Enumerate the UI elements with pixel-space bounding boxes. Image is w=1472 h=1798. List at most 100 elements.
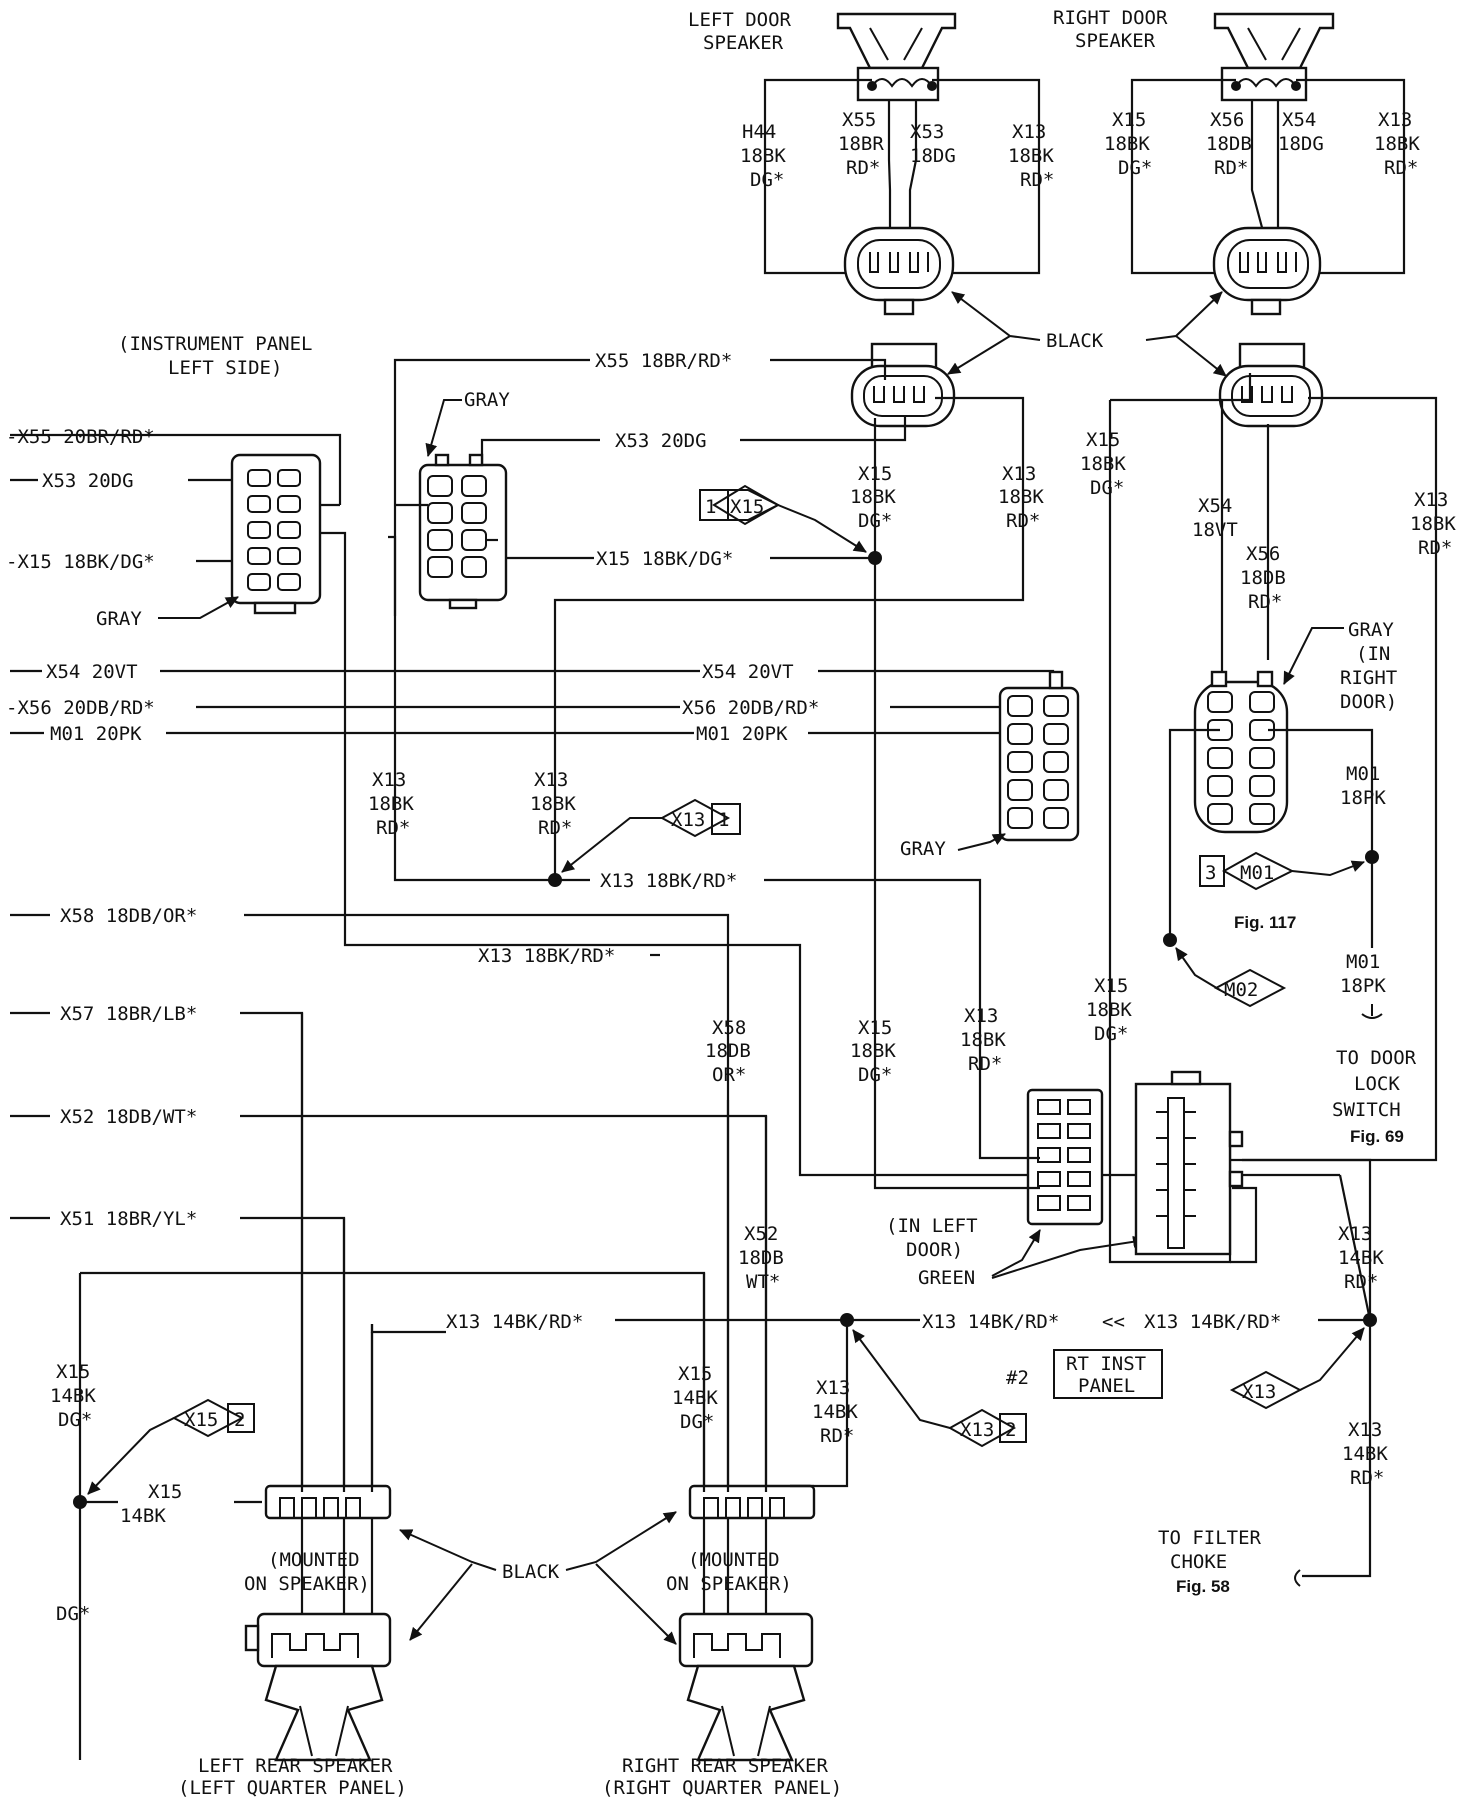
wire-label: << <box>1102 1311 1125 1333</box>
wire-label: M01 20PK <box>50 723 142 745</box>
wire-label: 18DB <box>705 1040 751 1062</box>
wire-label: X54 20VT <box>702 661 794 683</box>
wire-label: DG* <box>750 169 784 191</box>
wire-label: RD* <box>1418 537 1452 559</box>
wire-label: X13 <box>1348 1419 1382 1441</box>
wire-label: 18BK <box>368 793 414 815</box>
wire-label: 14BK <box>1342 1443 1388 1465</box>
wire-label: 14BK <box>50 1385 96 1407</box>
wire-label: -X55 20BR/RD* <box>6 426 155 448</box>
wire-label: X13 <box>1012 121 1046 143</box>
right-rear-speaker-connector <box>688 1484 816 1520</box>
instrument-panel-gray-connector-left <box>230 453 322 615</box>
wire-label: 18VT <box>1192 519 1238 541</box>
wire-label: X13 <box>960 1419 994 1441</box>
wire-label: RD* <box>846 157 880 179</box>
wire-label: LOCK <box>1354 1073 1400 1095</box>
wire-label: 18PK <box>1340 787 1386 809</box>
wire-label: X52 <box>744 1223 778 1245</box>
wire-label: X15 <box>1086 429 1120 451</box>
wire-label: X13 <box>964 1005 998 1027</box>
wire-label: RD* <box>538 817 572 839</box>
right-door-speaker-connector <box>1212 226 1322 316</box>
wire-label: (MOUNTED <box>268 1549 360 1571</box>
wire-label: RT INST <box>1066 1353 1146 1375</box>
wire-label: 18BK <box>960 1029 1006 1051</box>
wire-label: 18BK <box>1008 145 1054 167</box>
wire-label: DG* <box>56 1603 90 1625</box>
wire-label: RD* <box>1214 157 1248 179</box>
wire-label: 14BK <box>812 1401 858 1423</box>
ref-x15-1: 1 X15 <box>699 484 781 526</box>
wire-label: RIGHT DOOR <box>1053 7 1168 29</box>
wire-label: RD* <box>1350 1467 1384 1489</box>
wire-label: (MOUNTED <box>688 1549 780 1571</box>
wire-label: X57 18BR/LB* <box>60 1003 197 1025</box>
wire-label: 18BR <box>838 133 884 155</box>
wire-label: GRAY <box>96 608 142 630</box>
wire-label: X13 <box>1378 109 1412 131</box>
wire-label: X13 14BK/RD* <box>446 1311 583 1333</box>
ref-m01-3: 3 M01 <box>1199 851 1295 891</box>
left-door-speaker-cone <box>836 12 957 70</box>
left-rear-speaker-connector <box>264 1484 392 1520</box>
left-door-speaker-title-1: LEFT DOOR <box>688 9 792 31</box>
wire-label: 18PK <box>1340 975 1386 997</box>
ref-m02: M02 <box>1213 968 1287 1008</box>
wire-label: X58 <box>712 1017 746 1039</box>
wire-label: GRAY <box>464 389 510 411</box>
wire-label: X13 <box>1338 1223 1372 1245</box>
left-door-gray-connector <box>998 670 1080 842</box>
wire-label: SWITCH <box>1332 1099 1401 1121</box>
left-door-green-connector <box>1026 1088 1104 1226</box>
wire-label: RD* <box>968 1053 1002 1075</box>
left-door-harness-connector <box>850 342 956 428</box>
wire-label: SPEAKER <box>1075 30 1156 52</box>
wire-label: X15 <box>184 1409 218 1431</box>
wire-label: DG* <box>858 1064 892 1086</box>
wire-label: M02 <box>1224 979 1258 1001</box>
wire-label: X15 18BK/DG* <box>596 548 733 570</box>
wire-label: Fig. 58 <box>1176 1577 1230 1596</box>
wire-label: X15 <box>148 1481 182 1503</box>
wire-label: M01 20PK <box>696 723 788 745</box>
wire-label: X13 <box>671 809 705 831</box>
wire-label: GRAY <box>1348 619 1394 641</box>
wire-label: X53 <box>910 121 944 143</box>
wire-label: X54 <box>1282 109 1316 131</box>
wire-label: 1 <box>718 809 729 831</box>
wire-label: X56 <box>1210 109 1244 131</box>
wire-label: (IN <box>1356 643 1390 665</box>
wire-label: H44 <box>742 121 776 143</box>
wire-label: X13 18BK/RD* <box>478 945 615 967</box>
wire-label: X53 20DG <box>42 470 134 492</box>
wire-label: 18DB <box>1206 133 1252 155</box>
wire-label: X15 <box>56 1361 90 1383</box>
right-door-harness-connector <box>1218 342 1324 428</box>
wire-label: RD* <box>1020 169 1054 191</box>
wire-label: X13 <box>816 1377 850 1399</box>
wire-label: X55 <box>842 109 876 131</box>
wire-label: X13 14BK/RD* <box>922 1311 1059 1333</box>
wire-label: M01 <box>1346 763 1380 785</box>
wire-label: OR* <box>712 1064 746 1086</box>
right-door-speaker-cone <box>1213 12 1335 70</box>
wire-label: X54 20VT <box>46 661 138 683</box>
wire-label: X56 <box>1246 543 1280 565</box>
right-rear-speaker <box>678 1612 814 1762</box>
wire-label: 18DB <box>1240 567 1286 589</box>
wire-label: 18BK <box>1104 133 1150 155</box>
wire-label: RD* <box>1248 591 1282 613</box>
wire-label: LEFT SIDE) <box>168 357 282 379</box>
wire-label: X13 <box>1002 463 1036 485</box>
wire-label: DG* <box>858 510 892 532</box>
wire-label: X13 <box>534 769 568 791</box>
splice-m02 <box>1163 933 1177 947</box>
black-label-bottom: BLACK <box>502 1561 560 1583</box>
wire-label: X58 18DB/OR* <box>60 905 197 927</box>
wire-label: GRAY <box>900 838 946 860</box>
wire-label: 18BK <box>1374 133 1420 155</box>
wire-label: M01 <box>1240 862 1274 884</box>
wire-label: RD* <box>1384 157 1418 179</box>
wire-label: X13 <box>1414 489 1448 511</box>
